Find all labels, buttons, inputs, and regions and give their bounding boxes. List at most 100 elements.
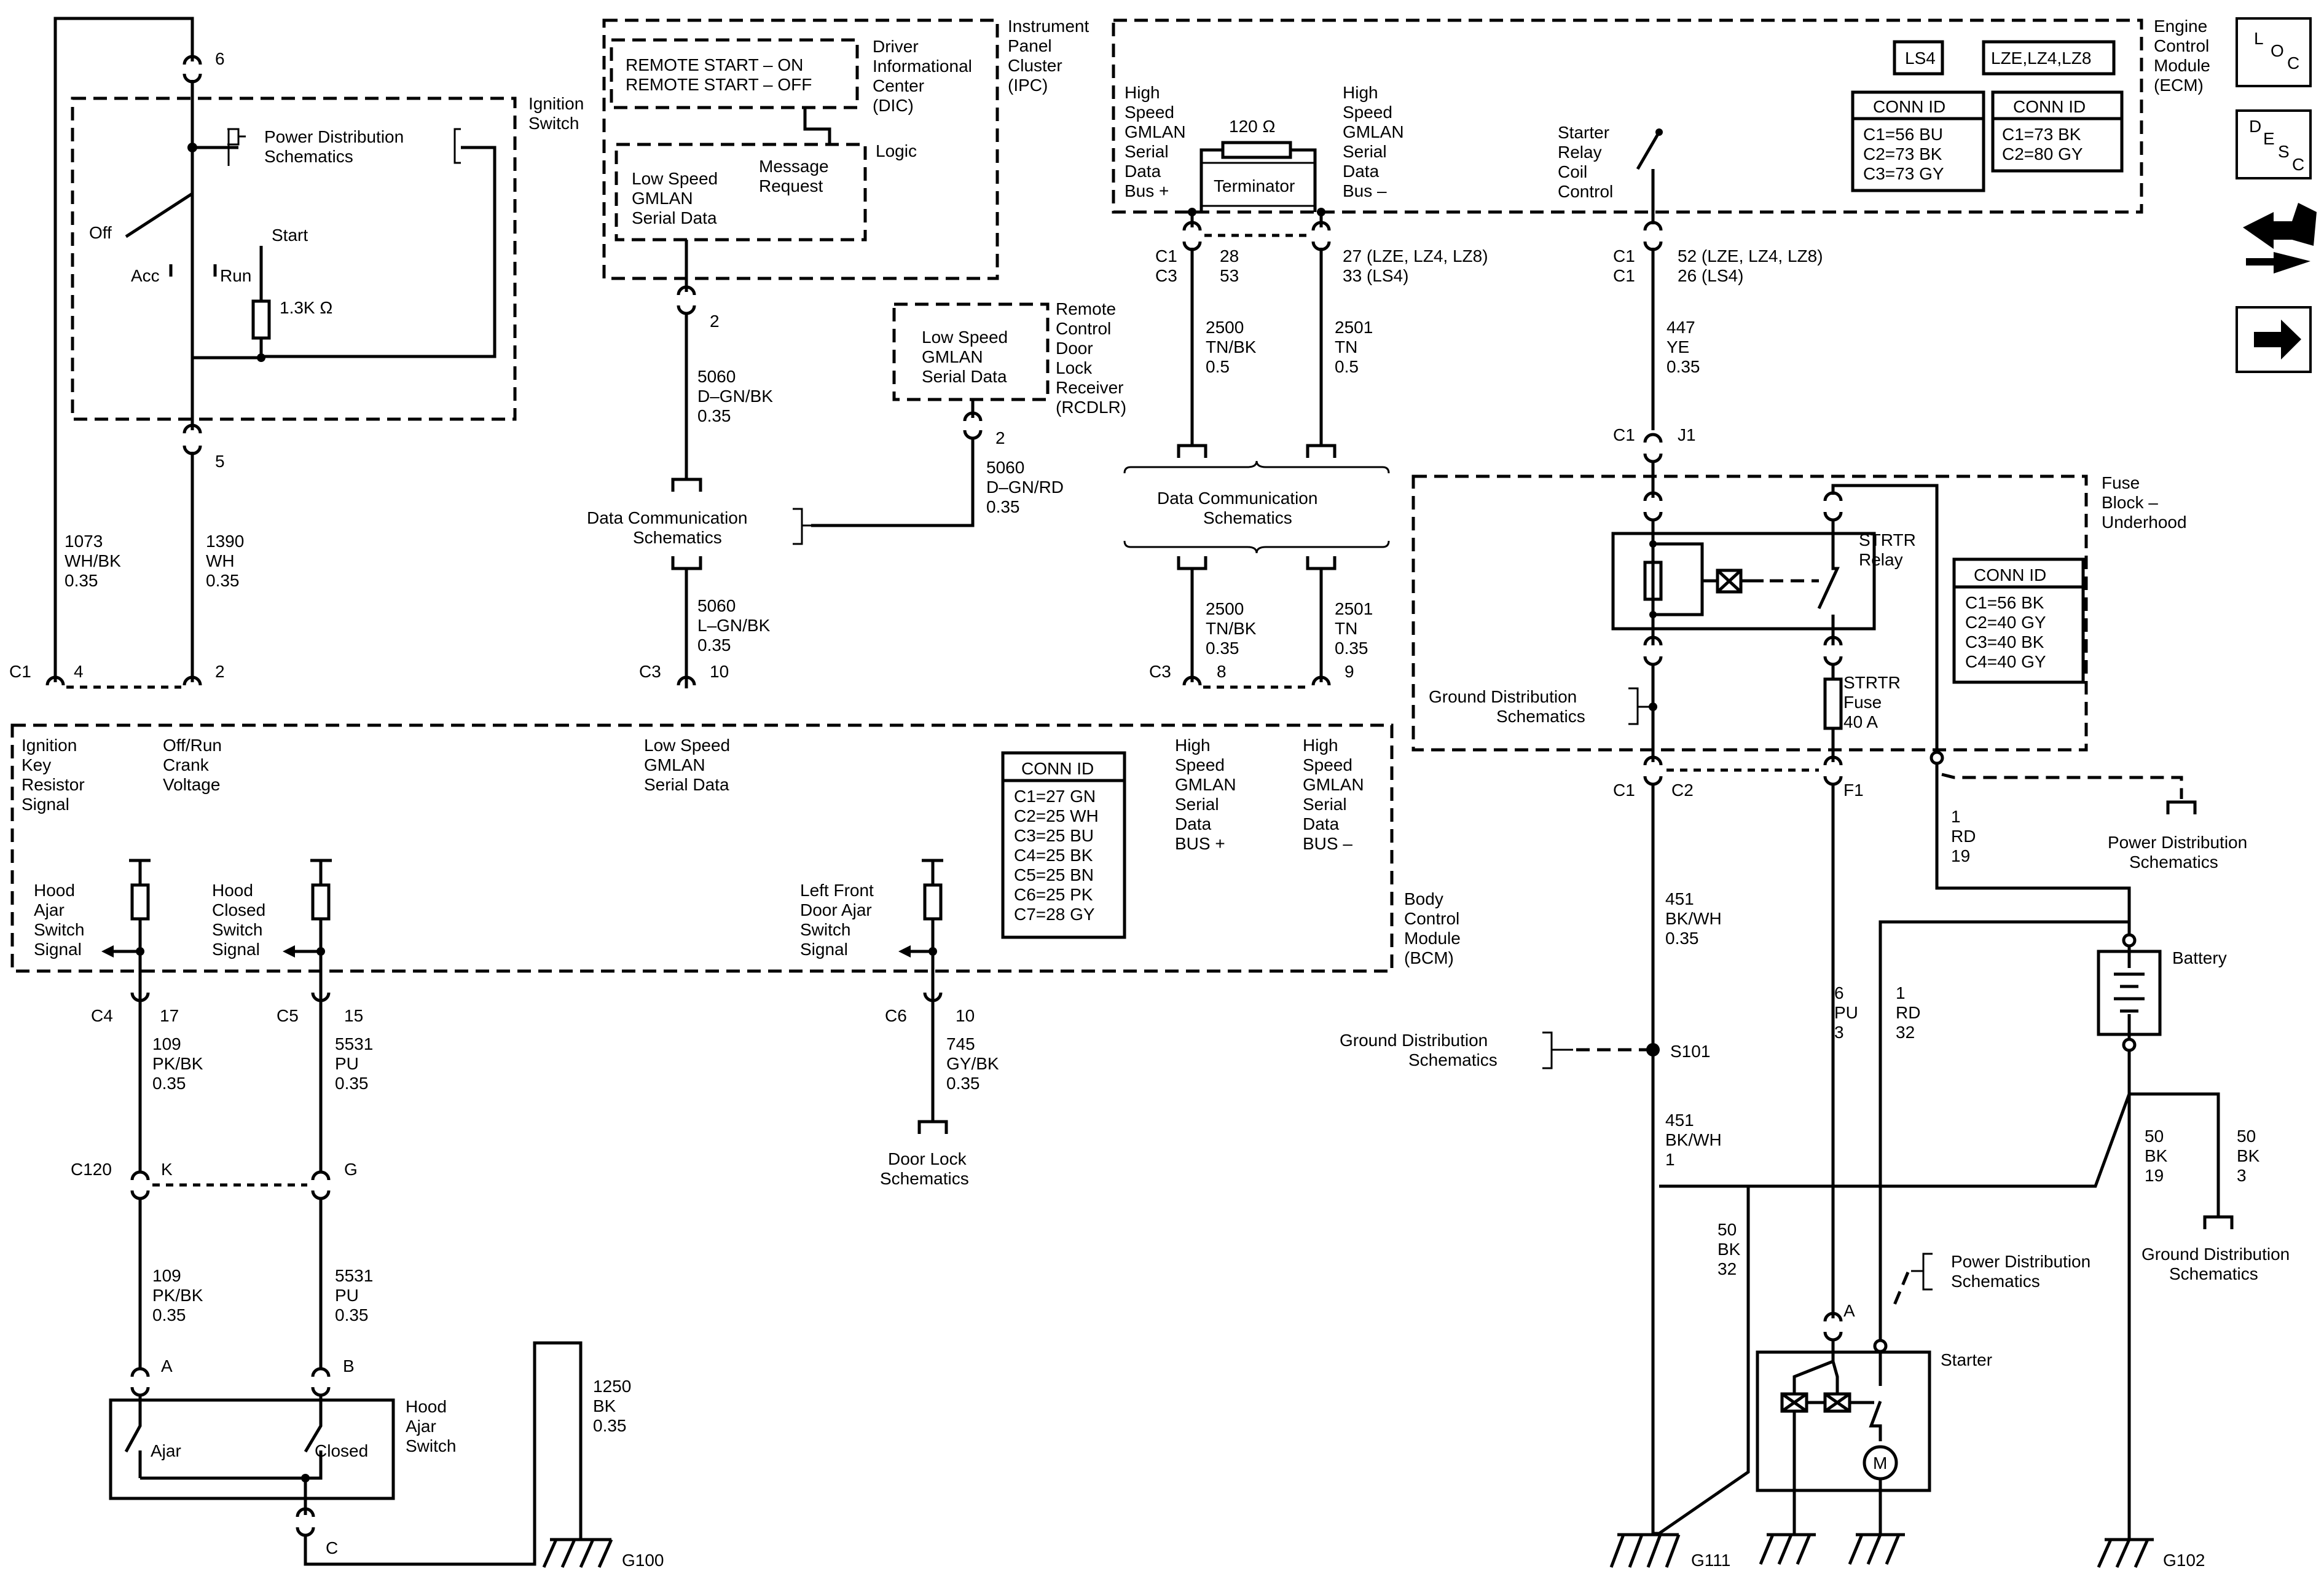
svg-text:Serial: Serial — [1343, 142, 1387, 161]
s101-label: S101 — [1670, 1042, 1710, 1061]
instrument-panel-cluster: Instrument Panel Cluster (IPC) REMOTE ST… — [602, 17, 1089, 479]
fuse-block-conn-row: C4=40 GY — [1965, 652, 2046, 671]
desc-icon[interactable]: D E S C — [2236, 109, 2312, 179]
ecm-pin-conn: C1 — [1155, 246, 1177, 266]
svg-text:(DIC): (DIC) — [873, 96, 914, 115]
bcm-pin-10: 10 — [956, 1006, 975, 1025]
desc-icon-letter-c: C — [2292, 155, 2304, 174]
svg-text:Fuse: Fuse — [1843, 693, 1882, 712]
ecm-conn-id-ls4-title: CONN ID — [1873, 97, 1945, 116]
body-control-module: C1 4 2 C3 10 C3 8 9 Body Control Module … — [9, 662, 1461, 1025]
bcm-lf-door-ajar-signal: Left Front — [800, 881, 874, 900]
loc-icon-letter-c: C — [2287, 53, 2299, 73]
loc-icon[interactable]: L O C — [2236, 17, 2312, 87]
hood-switch-pin-b: B — [343, 1356, 355, 1375]
svg-text:Relay: Relay — [1558, 143, 1602, 162]
ipc-title: Instrument — [1008, 17, 1089, 36]
ecm-conn-ls4-row: C2=73 BK — [1863, 144, 1942, 163]
tools-icon[interactable] — [2243, 203, 2317, 274]
power-distribution-ref-starter[interactable]: Power Distribution Schematics — [1891, 1252, 2090, 1310]
data-communication-schematics-left: Data Communication Schematics — [587, 478, 811, 688]
wire-5060-lower-label: 5060 — [697, 596, 736, 615]
svg-text:Door: Door — [1056, 339, 1093, 358]
svg-text:PK/BK: PK/BK — [152, 1054, 203, 1073]
svg-text:Voltage: Voltage — [163, 775, 220, 794]
bcm-conn-row: C7=28 GY — [1014, 905, 1095, 924]
c120-label: C120 — [71, 1160, 112, 1179]
svg-text:Center: Center — [873, 76, 924, 95]
ignition-pin-6: 6 — [215, 49, 225, 68]
svg-text:Schematics: Schematics — [1203, 508, 1292, 527]
svg-text:BUS +: BUS + — [1175, 834, 1225, 853]
battery: Battery — [2097, 933, 2227, 1052]
ecm-bus-minus-label: High — [1343, 83, 1378, 102]
ecm-pin-bus-minus: 33 (LS4) — [1343, 266, 1408, 285]
power-distribution-ref-right[interactable]: Power Distribution Schematics — [1941, 773, 2247, 872]
svg-text:(BCM): (BCM) — [1404, 948, 1454, 967]
ground-g111: G111 — [1609, 1533, 1730, 1570]
svg-text:PK/BK: PK/BK — [152, 1286, 203, 1305]
bcm-c4-label: C4 — [91, 1006, 113, 1025]
wire-745-label: 745 — [946, 1034, 975, 1053]
svg-text:Block –: Block – — [2102, 493, 2158, 512]
svg-text:0.35: 0.35 — [697, 636, 731, 655]
svg-text:GMLAN: GMLAN — [922, 347, 983, 366]
wire-109-b-label: 109 — [152, 1266, 181, 1285]
ignition-switch: 6 Ignition Switch Power Distribution Sch… — [53, 17, 584, 682]
svg-text:40 A: 40 A — [1843, 712, 1878, 731]
ignition-pin-5: 5 — [215, 452, 225, 471]
svg-text:Schematics: Schematics — [2169, 1264, 2258, 1283]
door-lock-schematics-ref[interactable]: Door Lock Schematics — [880, 1120, 969, 1188]
bcm-c5-label: C5 — [277, 1006, 299, 1025]
svg-text:TN/BK: TN/BK — [1206, 337, 1257, 356]
svg-text:Resistor: Resistor — [22, 775, 85, 794]
ignition-switch-title: Ignition — [528, 94, 584, 113]
svg-text:0.35: 0.35 — [65, 571, 98, 590]
wire-2501-low-label: 2501 — [1335, 599, 1373, 618]
svg-text:0.35: 0.35 — [335, 1074, 369, 1093]
svg-text:Request: Request — [759, 176, 823, 195]
arrow-right-icon[interactable] — [2236, 306, 2312, 373]
svg-text:GMLAN: GMLAN — [644, 755, 705, 774]
svg-text:WH/BK: WH/BK — [65, 551, 121, 570]
svg-text:Ajar: Ajar — [406, 1417, 436, 1436]
svg-text:Schematics: Schematics — [1408, 1050, 1498, 1069]
ecm-pin-starter-conn: C1 — [1613, 266, 1635, 285]
svg-text:0.35: 0.35 — [1665, 929, 1699, 948]
svg-text:Signal: Signal — [800, 940, 848, 959]
ipc-remote-start-off: REMOTE START – OFF — [626, 75, 812, 94]
ignition-acc-label: Acc — [131, 266, 160, 285]
ground-distribution-ref-right[interactable]: Ground Distribution Schematics — [2141, 1215, 2290, 1283]
bcm-conn-row: C4=25 BK — [1014, 846, 1093, 865]
fuse-block-c1-label: C1 — [1613, 425, 1635, 444]
ecm-pin-bus-minus: 27 (LZE, LZ4, LZ8) — [1343, 246, 1488, 266]
svg-text:3: 3 — [2237, 1166, 2247, 1185]
bcm-pin-8: 8 — [1217, 662, 1227, 681]
svg-text:RD: RD — [1951, 827, 1976, 846]
door-lock-schematics-label: Door Lock — [888, 1149, 967, 1168]
ipc-message-request: Message — [759, 157, 829, 176]
ipc-remote-start-on: REMOTE START – ON — [626, 55, 803, 74]
starter-pin-a: A — [1843, 1301, 1855, 1320]
c120-pin-g: G — [344, 1160, 358, 1179]
svg-text:(IPC): (IPC) — [1008, 76, 1048, 95]
ipc-dic-label: Driver — [873, 37, 919, 56]
loc-icon-letter-o: O — [2271, 41, 2284, 60]
svg-text:WH: WH — [206, 551, 235, 570]
fuse-block-conn-row: C2=40 GY — [1965, 613, 2046, 632]
svg-text:GY/BK: GY/BK — [946, 1054, 999, 1073]
svg-text:Serial: Serial — [1303, 795, 1347, 814]
svg-text:GMLAN: GMLAN — [632, 189, 693, 208]
bcm-c3-label: C3 — [639, 662, 661, 681]
wire-447-label: 447 — [1666, 318, 1695, 337]
svg-text:19: 19 — [1951, 846, 1970, 865]
bcm-c3-label: C3 — [1149, 662, 1171, 681]
svg-text:Module: Module — [1404, 929, 1461, 948]
ground-distribution-s101-ref[interactable]: Ground Distribution Schematics — [1340, 1031, 1647, 1069]
wire-1390-label: 1390 — [206, 532, 244, 551]
svg-text:Bus +: Bus + — [1125, 181, 1169, 200]
bcm-conn-row: C5=25 BN — [1014, 865, 1094, 884]
wire-50-19-label: 50 — [2145, 1127, 2164, 1146]
svg-text:0.35: 0.35 — [986, 497, 1020, 516]
svg-text:TN/BK: TN/BK — [1206, 619, 1257, 638]
